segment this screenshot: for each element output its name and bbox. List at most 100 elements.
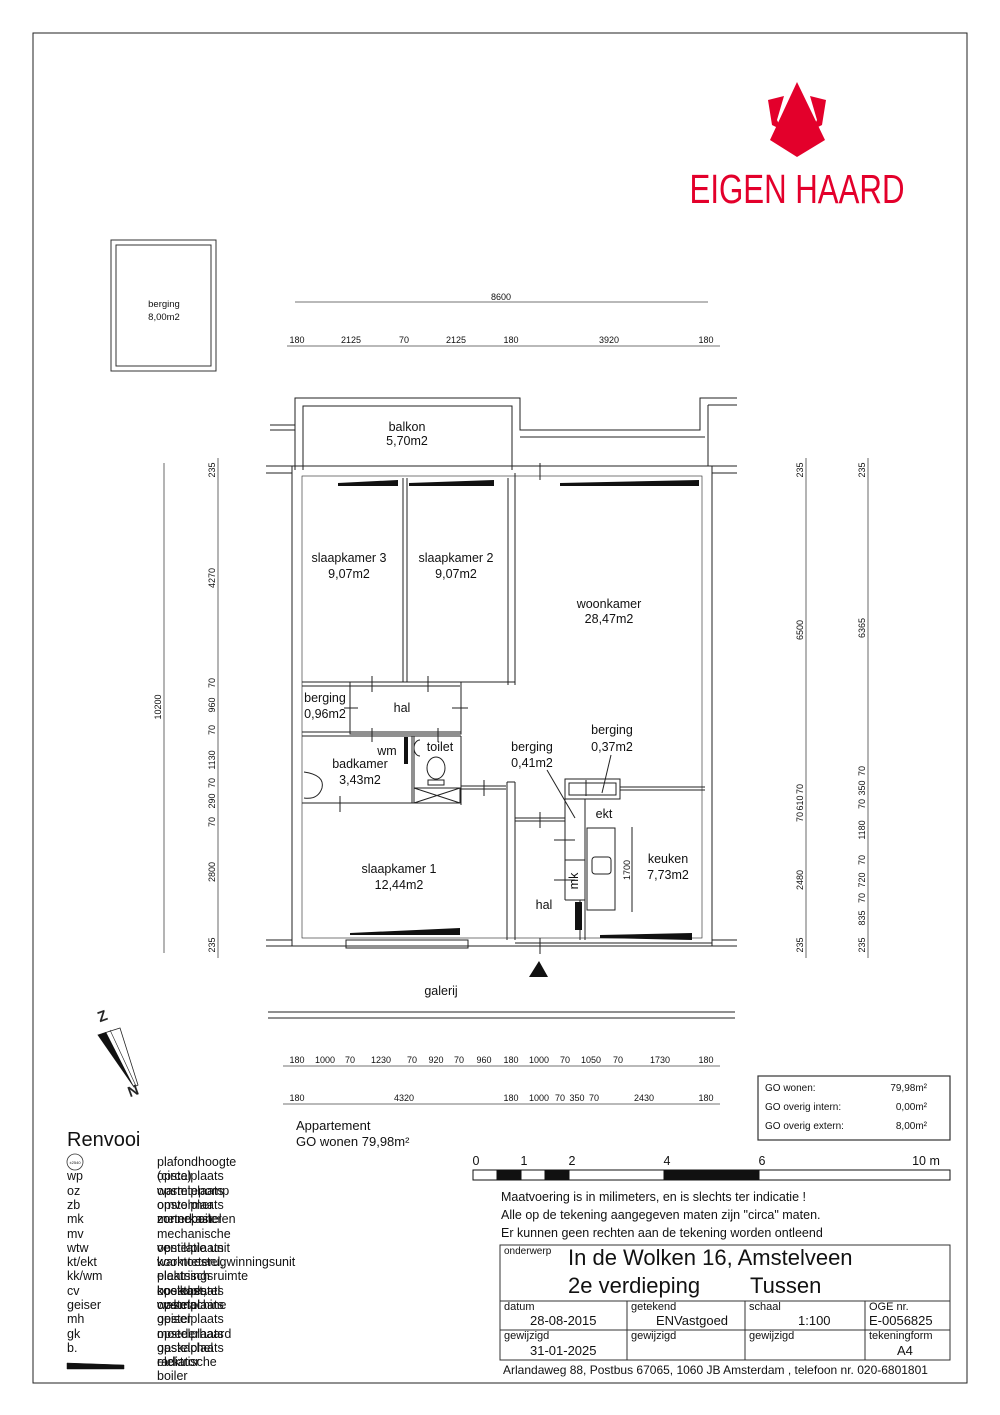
note-2: Alle op de tekening aangegeven maten zij… (501, 1208, 821, 1222)
legend-desc: mechanische ventilatie unit (157, 1226, 231, 1255)
room-woonkamer-area: 28,47m2 (585, 612, 634, 626)
dim-label: 720 (857, 872, 867, 887)
dim-label: 920 (428, 1055, 443, 1065)
go-summary-value: 79,98m² (890, 1083, 927, 1094)
subject-label: onderwerp (504, 1246, 552, 1257)
dim-label: 70 (857, 855, 867, 865)
room-woonkamer: woonkamer (576, 597, 642, 611)
legend-code: kt/ekt (67, 1255, 97, 1270)
legend-code: zb (67, 1197, 81, 1212)
legend-code: kk/wm (67, 1269, 103, 1284)
dim-label: 6365 (857, 618, 867, 638)
ceiling-height-symbol (66, 1153, 84, 1171)
scale-label: 1 (521, 1154, 528, 1168)
dim-label: 235 (795, 937, 805, 952)
legend-desc: opstelplaats elektrische boiler (157, 1340, 224, 1384)
label-ekt: ekt (596, 807, 613, 821)
gewijzigd-value: 31-01-2025 (530, 1343, 597, 1358)
scale-label: 4 (664, 1154, 671, 1168)
logo-shield-right (810, 96, 826, 130)
room-berging1-area: 0,96m2 (304, 707, 346, 721)
legend-desc: opstelplaats moederhaard (157, 1312, 232, 1341)
title-block-frame (499, 1244, 951, 1361)
dimension-lines (163, 301, 869, 1105)
dim-label: 180 (503, 1055, 518, 1065)
legend-code: geiser (67, 1298, 102, 1312)
legend-code: wp (67, 1169, 83, 1184)
getekend-label: getekend (631, 1301, 677, 1313)
room-toilet: toilet (427, 740, 454, 754)
entrance-arrow-icon (529, 961, 548, 977)
dim-label: 1000 (315, 1055, 335, 1065)
dim-label: 70 (613, 1055, 623, 1065)
legend-title: Renvooi (67, 1129, 141, 1151)
dim-label: 1730 (650, 1055, 670, 1065)
dim-label: 70 (560, 1055, 570, 1065)
dim-top-total: 8600 (491, 292, 511, 302)
dim-label: 235 (857, 937, 867, 952)
room-labels: balkon 5,70m2 slaapkamer 3 9,07m2 slaapk… (304, 420, 689, 998)
dim-label: 70 (407, 1055, 417, 1065)
legend-desc: opstelplaats warmteterugwinningsunit (157, 1240, 296, 1270)
dim-label: 960 (476, 1055, 491, 1065)
gewijzigd3-label: gewijzigd (749, 1330, 795, 1342)
dim-label: 235 (207, 462, 217, 477)
dim-label: 2125 (341, 335, 361, 345)
dim-label: 2430 (634, 1093, 654, 1103)
logo-shield-center (770, 82, 825, 157)
dim-label: 1180 (857, 820, 867, 839)
external-storage: berging 8,00m2 (110, 239, 217, 372)
room-berging3: berging (591, 723, 633, 737)
dim-label: 1000 (529, 1055, 549, 1065)
label-wm: wm (376, 744, 396, 758)
room-badkamer-area: 3,43m2 (339, 773, 381, 787)
sheet-border (32, 32, 968, 1384)
room-slaapkamer2: slaapkamer 2 (418, 551, 493, 565)
ceiling-height-symbol-text: ±2540 (69, 1160, 81, 1165)
footer-address: Arlandaweg 88, Postbus 67065, 1060 JB Am… (503, 1363, 928, 1377)
legend-code: wtw (67, 1240, 89, 1255)
legend-code: oz (67, 1183, 81, 1198)
oge-value: E-0056825 (869, 1313, 933, 1328)
dim-label: 960 (207, 697, 217, 712)
dim-label: 70 (589, 1093, 599, 1103)
dim-label: 235 (207, 937, 217, 952)
scale-bar (472, 1169, 951, 1181)
schaal-label: schaal (749, 1301, 781, 1313)
logo-text: EIGEN HAARD (690, 166, 905, 212)
storage-area: 8,00m2 (148, 312, 180, 323)
title-line1: In de Wolken 16, Amstelveen (568, 1245, 853, 1270)
legend-desc: opstelplaats cv-ketel (157, 1283, 224, 1312)
logo-shield-left (768, 96, 784, 130)
scale-label: 2 (569, 1154, 576, 1168)
dim-label: 180 (289, 335, 304, 345)
gewijzigd2-label: gewijzigd (631, 1330, 677, 1342)
room-hal-top: hal (394, 701, 411, 715)
room-slaapkamer2-area: 9,07m2 (435, 567, 477, 581)
storage-label: berging (148, 299, 180, 310)
dim-label: 70 (399, 335, 409, 345)
room-slaapkamer3-area: 9,07m2 (328, 567, 370, 581)
dim-label: 835 (857, 910, 867, 925)
room-berging2-area: 0,41m2 (511, 756, 553, 770)
go-summary-label: GO overig extern: (765, 1121, 844, 1132)
eigen-haard-logo: EIGEN HAARD (690, 82, 905, 212)
dim-left-total: 10200 (153, 694, 163, 719)
scale-label: 10 m (912, 1154, 940, 1168)
counter-dimension: 1700 (622, 860, 632, 880)
go-summary-label: GO wonen: (765, 1083, 816, 1094)
apartment-type: Appartement (296, 1118, 371, 1133)
room-hal-bottom: hal (536, 898, 553, 912)
dim-label: 235 (795, 462, 805, 477)
title-line2-floor: 2e verdieping (568, 1273, 701, 1298)
oge-label: OGE nr. (869, 1301, 909, 1313)
apartment-info: Appartement GO wonen 79,98m² (296, 1118, 409, 1150)
legend-code: cv (67, 1283, 80, 1298)
compass-z: Z (96, 1007, 110, 1025)
legend-code: gk (67, 1326, 81, 1341)
dim-label: 610 (795, 795, 805, 810)
room-berging1: berging (304, 691, 346, 705)
